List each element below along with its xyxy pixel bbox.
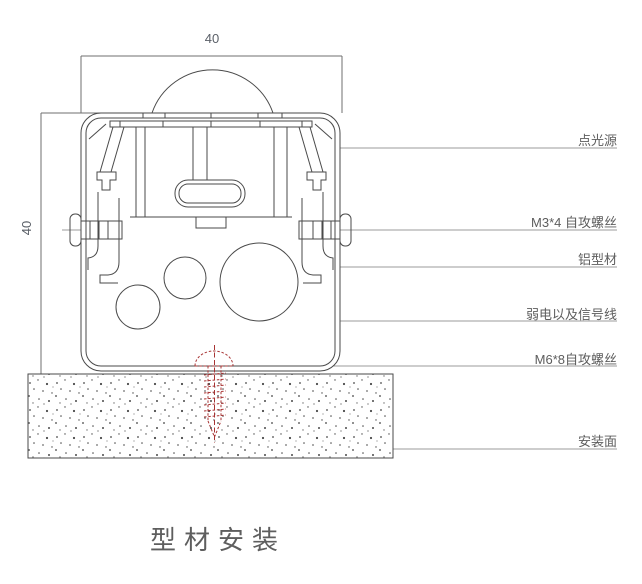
dimension-left-value: 40 (19, 220, 34, 236)
leader-lines (62, 147, 617, 450)
m3-screw-left (69, 213, 109, 247)
aluminum-profile-outline (80, 112, 341, 372)
led-bracket (96, 120, 327, 229)
label-signal-wires: 弱电以及信号线 (525, 307, 617, 322)
wire-holes (115, 242, 299, 330)
dimension-top-value: 40 (204, 31, 220, 46)
profile-inner-chamfers (88, 123, 333, 140)
label-mounting-surface: 安装面 (577, 434, 617, 449)
dimension-top (80, 55, 343, 113)
label-m3-screw: M3*4 自攻螺丝 (531, 215, 617, 230)
label-m6-screw: M6*8自攻螺丝 (534, 352, 617, 367)
label-point-light-source: 点光源 (577, 133, 617, 148)
m6-screw (194, 345, 234, 443)
label-aluminum-profile: 铝型材 (577, 252, 617, 267)
dome-lens (142, 69, 283, 119)
m3-screw-right (312, 213, 352, 247)
profile-hook-channels (87, 192, 334, 284)
drawing-title: 型材安装 (150, 525, 287, 555)
